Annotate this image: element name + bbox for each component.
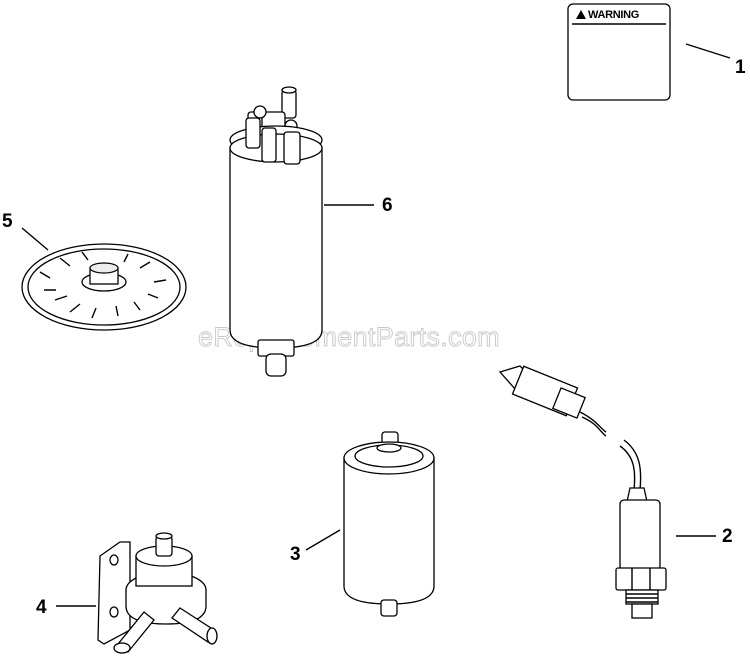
fuel-filter-leader-line <box>305 529 341 551</box>
warning-decal-text: WARNING <box>588 9 639 21</box>
pressure-regulator[interactable] <box>97 532 218 654</box>
callout-6[interactable]: 6 <box>382 195 393 216</box>
strainer-leader-line <box>21 227 49 251</box>
strainer-disc[interactable] <box>21 243 187 331</box>
decal-leader-line <box>685 43 731 59</box>
callout-4[interactable]: 4 <box>36 597 47 618</box>
callout-2[interactable]: 2 <box>722 526 733 547</box>
warning-decal[interactable]: WARNING <box>567 3 671 101</box>
warning-triangle-icon <box>576 10 586 19</box>
fuel-pump[interactable] <box>229 86 323 377</box>
callout-3[interactable]: 3 <box>290 544 301 565</box>
sensor[interactable] <box>498 365 667 619</box>
fuel-filter[interactable] <box>343 431 435 617</box>
callout-5[interactable]: 5 <box>2 211 13 232</box>
callout-1[interactable]: 1 <box>735 57 746 78</box>
